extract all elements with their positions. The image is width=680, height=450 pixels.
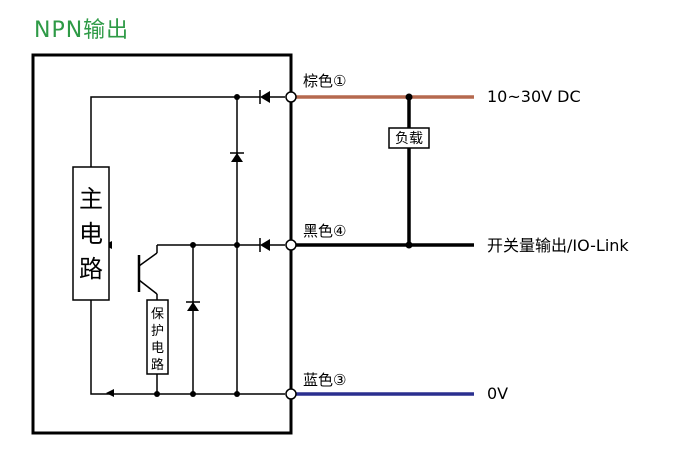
internal-wiring (90, 96, 285, 395)
brown-wire-label: 棕色① (303, 72, 346, 90)
junction-dot (234, 242, 240, 248)
main-circuit-box (72, 166, 110, 301)
sensor-housing (31, 53, 293, 435)
diode-237 (230, 152, 244, 162)
arrow-icon (106, 389, 114, 397)
diode-top-out (259, 90, 270, 104)
load-label: 负载 (395, 131, 423, 147)
junction-dot (154, 391, 160, 397)
protection-circuit-char: 护 (151, 324, 164, 339)
blue-wire-label: 蓝色③ (303, 371, 346, 389)
blue-terminal-label: 0V (487, 384, 508, 403)
brown-terminal-label: 10~30V DC (487, 87, 581, 106)
protection-circuit-box (146, 299, 169, 375)
main-circuit-char: 主 (79, 185, 103, 213)
protection-circuit-char: 保 (151, 307, 164, 322)
terminal-blue (285, 388, 297, 400)
junction-dot (234, 94, 240, 100)
protection-circuit-char: 路 (151, 357, 164, 373)
junction-dot (405, 93, 413, 101)
terminal-black (285, 239, 297, 251)
diode-mid-out (259, 238, 270, 252)
terminal-brown (285, 91, 297, 103)
load-box (388, 127, 430, 149)
junction-dot (234, 391, 240, 397)
junction-dot (405, 241, 413, 249)
junction-dot (190, 391, 196, 397)
diode-193 (186, 301, 200, 311)
protection-circuit-char: 电 (151, 341, 164, 356)
diagram-title: NPN输出 (34, 18, 130, 43)
black-wire-label: 黑色④ (303, 222, 346, 240)
junction-dot (190, 242, 196, 248)
black-terminal-label: 开关量输出/IO-Link (487, 236, 629, 255)
main-circuit-char: 电 (79, 220, 103, 248)
main-circuit-char: 路 (79, 255, 103, 283)
